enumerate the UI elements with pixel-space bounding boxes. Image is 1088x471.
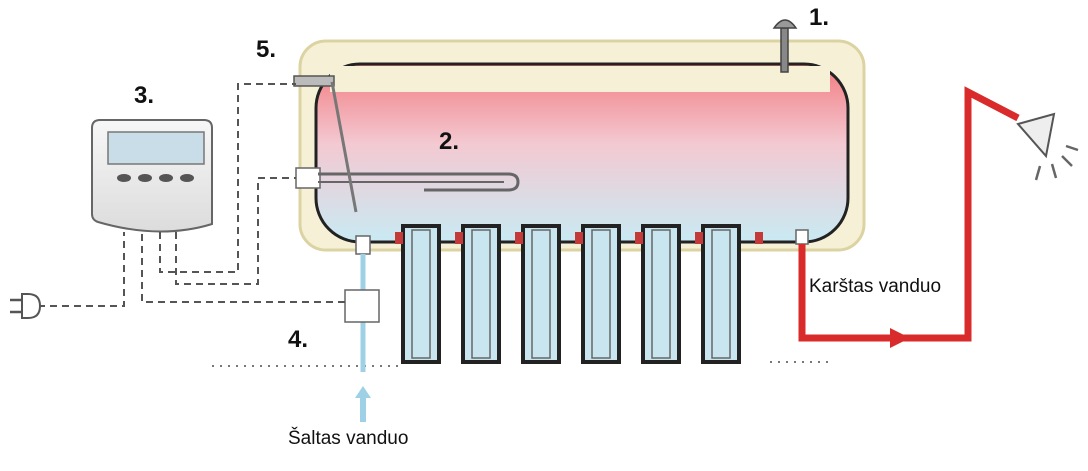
label-controller-number: 3. bbox=[134, 82, 155, 109]
controller-button bbox=[117, 174, 131, 182]
plug-icon bbox=[10, 293, 42, 319]
label-sensor-number: 5. bbox=[256, 36, 277, 63]
vacuum-tube bbox=[461, 224, 501, 364]
controller-display bbox=[107, 131, 205, 165]
vacuum-tube bbox=[401, 224, 441, 364]
label-valve-number: 1. bbox=[809, 4, 830, 31]
controller-button bbox=[180, 174, 194, 182]
vacuum-tube bbox=[521, 224, 561, 364]
vacuum-tube bbox=[581, 224, 621, 364]
arrow-up-icon bbox=[355, 386, 371, 422]
vacuum-tube bbox=[701, 224, 741, 364]
control-wiring bbox=[38, 83, 345, 307]
label-valve-box-number: 4. bbox=[288, 326, 309, 353]
hot-water-pipe bbox=[795, 86, 1020, 348]
tank-air-space bbox=[330, 66, 830, 92]
controller-unit bbox=[91, 119, 213, 233]
controller-button bbox=[138, 174, 152, 182]
temperature-sensor bbox=[293, 75, 358, 213]
shower-icon bbox=[1016, 112, 1079, 181]
cold-water-inlet bbox=[355, 235, 371, 422]
control-valve-box bbox=[344, 289, 380, 323]
controller-button bbox=[159, 174, 173, 182]
label-hot-water: Karštas vanduo bbox=[809, 276, 942, 297]
vacuum-tubes bbox=[395, 224, 763, 364]
label-cold-water: Šaltas vanduo bbox=[288, 428, 409, 449]
valve-icon bbox=[772, 19, 798, 73]
arrow-right-icon bbox=[890, 328, 910, 348]
vacuum-tube bbox=[641, 224, 681, 364]
label-heater-number: 2. bbox=[439, 128, 460, 155]
